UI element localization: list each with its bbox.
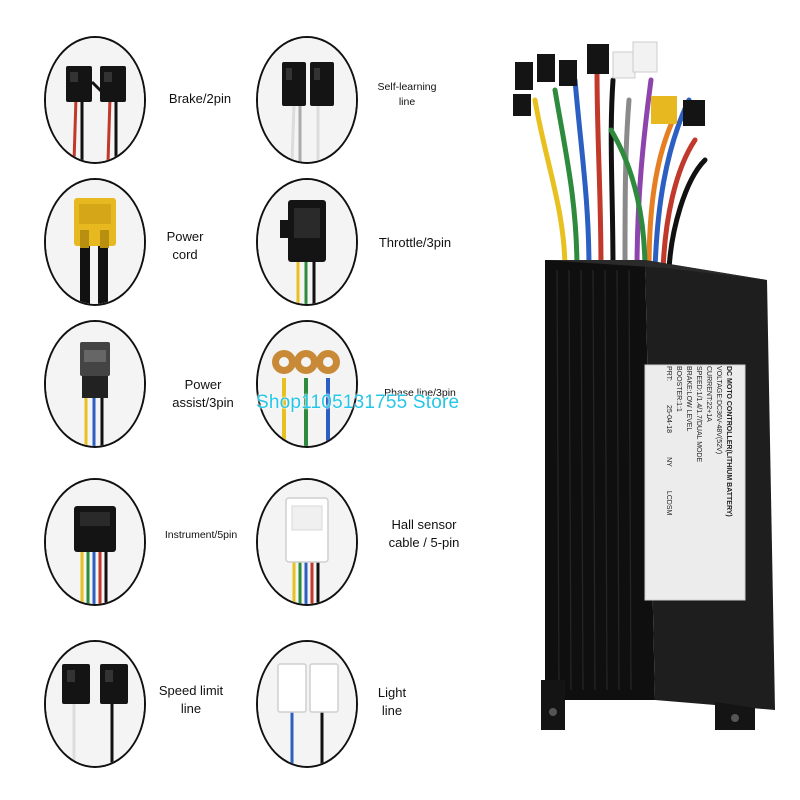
product-label-sticker: DC MOTO CONTROLLER(LITHIUM BATTERY) VOLT… <box>646 366 750 596</box>
label-line-6: BOOSTER:1:1 <box>675 366 682 412</box>
label-line-2: VOLTAGE:DC36V-48V(52V) <box>715 366 722 455</box>
self-learning-connector-icon <box>256 36 358 164</box>
power-assist-label: Power assist/3pin <box>172 377 234 410</box>
instrument-label: Instrument/5pin <box>164 529 238 541</box>
power-cord-connector-icon <box>44 178 146 306</box>
label-line-4: SPEED:1/1.4/1.7/DUAL MODE <box>695 366 702 463</box>
power-cord-label: Power cord <box>166 229 204 262</box>
throttle-label: Throttle/3pin <box>378 235 452 250</box>
label-line-1: DC MOTO CONTROLLER(LITHIUM BATTERY) <box>725 366 732 517</box>
brake-connector-icon <box>44 36 146 164</box>
store-watermark: Shop1105131755 Store <box>256 392 460 413</box>
label-line-8: 25-04-18 <box>665 405 672 434</box>
brake-label: Brake/2pin <box>168 91 232 106</box>
self-learning-label: Self-learning line <box>377 81 437 108</box>
hall-sensor-label: Hall sensor cable / 5-pin <box>388 517 460 550</box>
throttle-connector-icon <box>256 178 358 306</box>
light-connector-icon <box>256 640 358 768</box>
label-line-9: NY <box>665 457 672 467</box>
speed-limit-label: Speed limit line <box>158 683 224 716</box>
label-line-3: CURRENT:22+1A <box>705 366 712 422</box>
speed-limit-connector-icon <box>44 640 146 768</box>
instrument-connector-icon <box>44 478 146 606</box>
phase-line-label: Phase line/3pin <box>384 387 456 399</box>
phase-line-terminal-icon <box>256 320 358 448</box>
controller-box-icon <box>505 40 795 730</box>
label-line-7: PRT: <box>665 366 672 382</box>
light-label: Light line <box>377 685 407 718</box>
label-line-10: LCDSM <box>665 490 672 516</box>
power-assist-connector-icon <box>44 320 146 448</box>
label-line-5: BRAKE:LOW LEVEL <box>685 366 692 432</box>
hall-sensor-connector-icon <box>256 478 358 606</box>
